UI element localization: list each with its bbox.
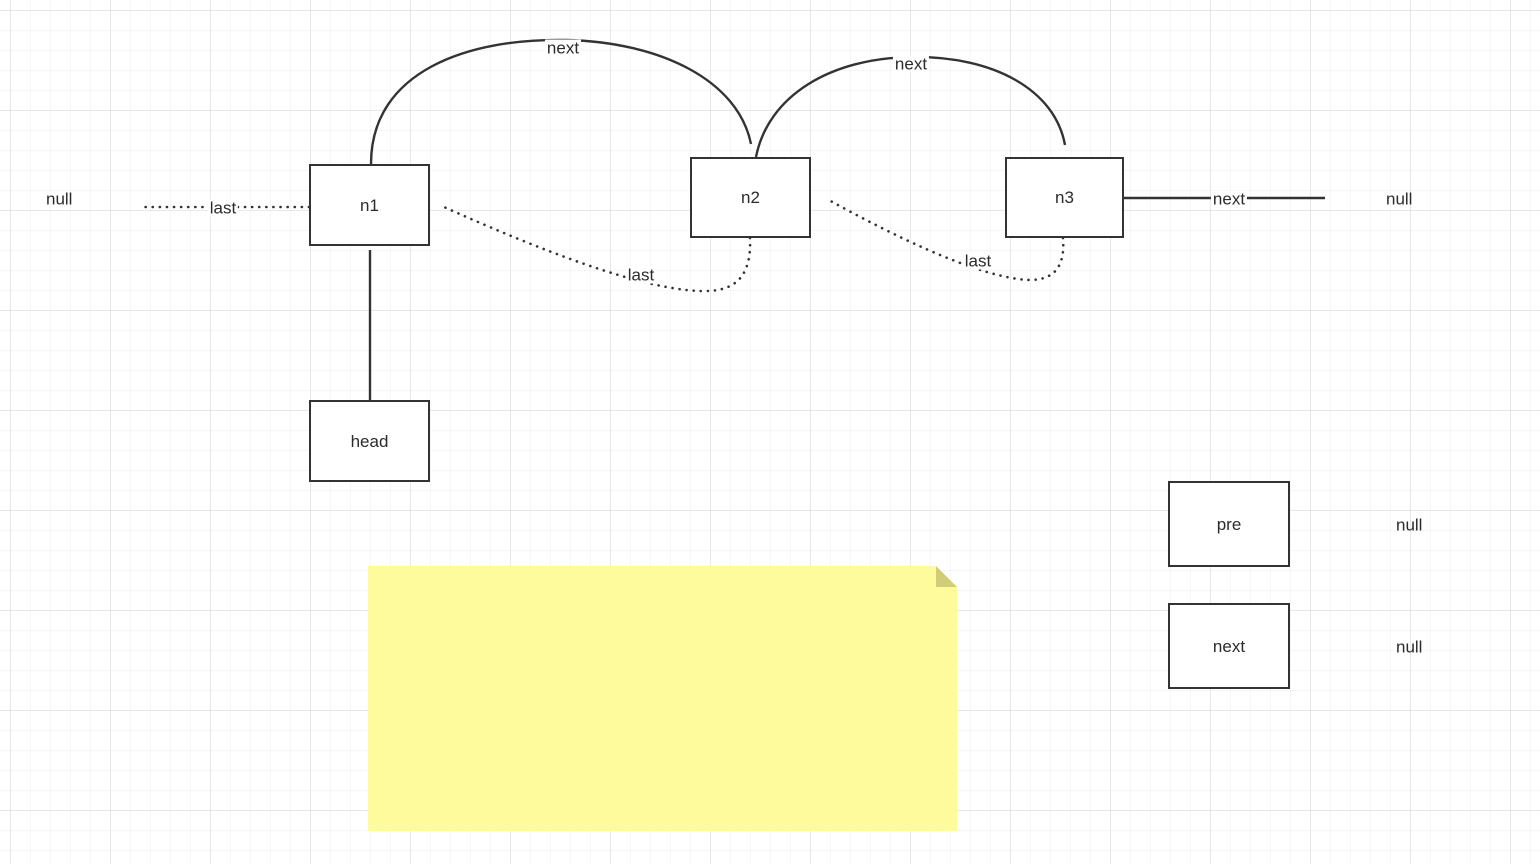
- edge-label-n1-last-null: last: [207, 198, 239, 218]
- node-pre[interactable]: pre: [1168, 481, 1290, 567]
- node-label-next: next: [1212, 636, 1246, 656]
- edge-label-n2-next-n3: next: [892, 54, 930, 74]
- label-null-right: null: [1386, 189, 1413, 209]
- edge-n1-next-n2: [369, 38, 753, 165]
- edge-label-n1-next-n2: next: [544, 38, 582, 58]
- node-head[interactable]: head: [309, 400, 430, 482]
- sticky-note[interactable]: [368, 566, 957, 831]
- node-label-n2: n2: [741, 188, 760, 207]
- node-label-head: head: [350, 431, 389, 451]
- label-null-left: null: [46, 189, 73, 209]
- node-n2[interactable]: n2: [690, 157, 811, 238]
- sticky-note-body: [368, 566, 957, 831]
- node-label-pre: pre: [1216, 514, 1242, 534]
- node-label-n3: n3: [1055, 188, 1074, 207]
- edge-label-n2-last-n1: last: [625, 265, 657, 285]
- edge-label-n3-last-n2: last: [962, 251, 994, 271]
- node-label-n1: n1: [360, 195, 379, 215]
- edge-label-n3-next-null: next: [1210, 189, 1248, 209]
- node-next[interactable]: next: [1168, 603, 1290, 689]
- node-n1[interactable]: n1: [309, 164, 430, 246]
- label-null-next: null: [1396, 637, 1423, 657]
- label-null-pre: null: [1396, 515, 1423, 535]
- sticky-note-fold-corner: [936, 566, 957, 587]
- node-n3[interactable]: n3: [1005, 157, 1124, 238]
